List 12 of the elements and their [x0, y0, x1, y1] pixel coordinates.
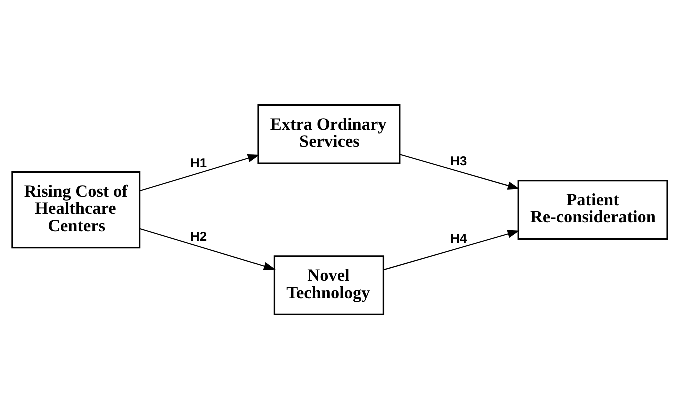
edge-label: H1 [190, 154, 208, 170]
edge-label: H2 [190, 228, 208, 244]
arrow [140, 154, 260, 192]
edge-label: H3 [450, 152, 468, 168]
node-box: Rising Cost of Healthcare Centers [12, 170, 141, 248]
arrow [384, 230, 520, 270]
node-box: Extra Ordinary Services [258, 104, 401, 164]
arrow [400, 154, 520, 190]
arrow [140, 228, 276, 270]
node-box: Patient Re-consideration [518, 180, 668, 240]
node-box: Novel Technology [274, 255, 385, 315]
edge-label: H4 [450, 230, 468, 246]
